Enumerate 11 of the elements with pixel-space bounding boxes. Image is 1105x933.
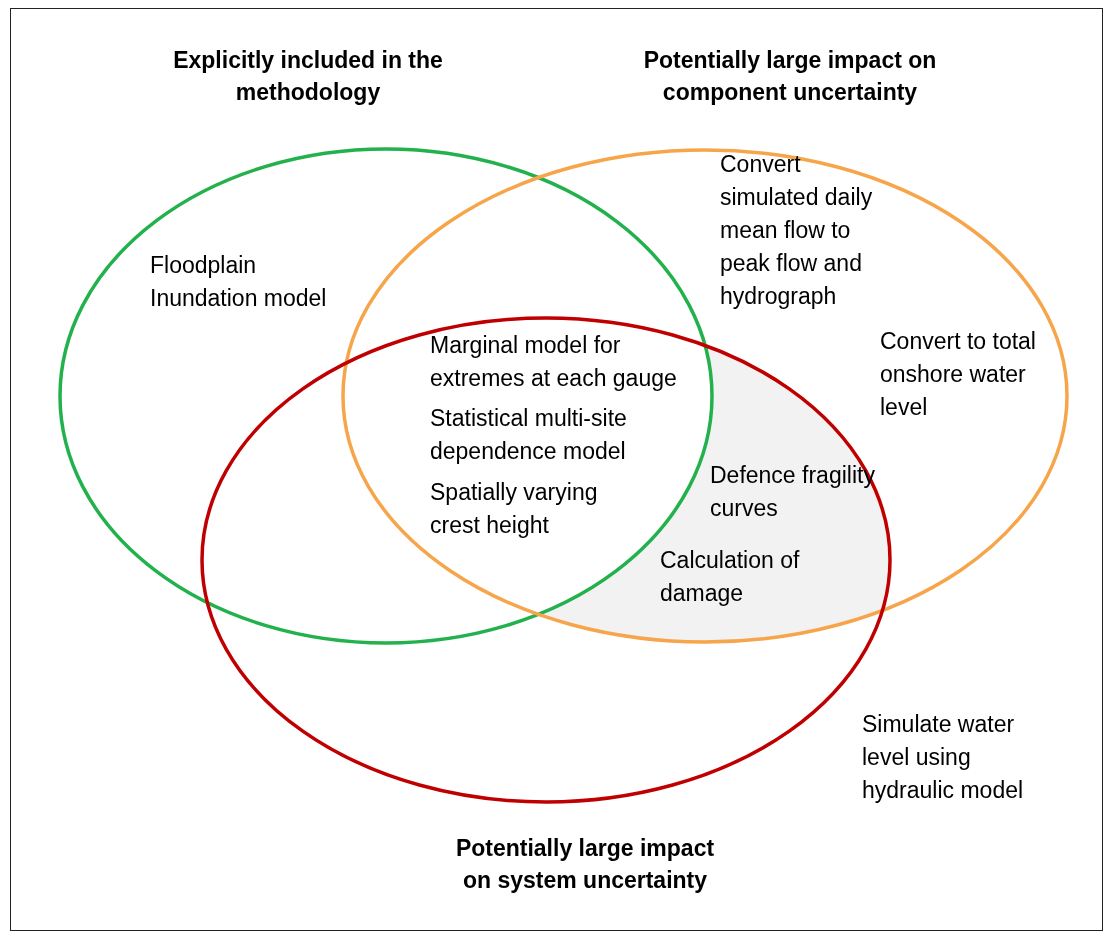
item-label: Marginal model for extremes at each gauge bbox=[430, 331, 678, 393]
item-label: Convert simulated daily mean flow to peak flow and hydrograph bbox=[720, 150, 874, 311]
set-heading: Potentially large impact on component uncertainty bbox=[642, 46, 938, 107]
item-label: Convert to total onshore water level bbox=[880, 327, 1037, 422]
item-label: Calculation of damage bbox=[660, 546, 801, 608]
item-label: Spatially varying crest height bbox=[430, 478, 599, 540]
item-label: Statistical multi-site dependence model bbox=[430, 404, 628, 466]
set-heading: Potentially large impact on system uncertainty bbox=[454, 834, 716, 895]
item-label: Simulate water level using hydraulic model bbox=[862, 710, 1025, 805]
set-heading: Explicitly included in the methodology bbox=[172, 46, 444, 107]
item-label: Floodplain Inundation model bbox=[150, 251, 328, 313]
